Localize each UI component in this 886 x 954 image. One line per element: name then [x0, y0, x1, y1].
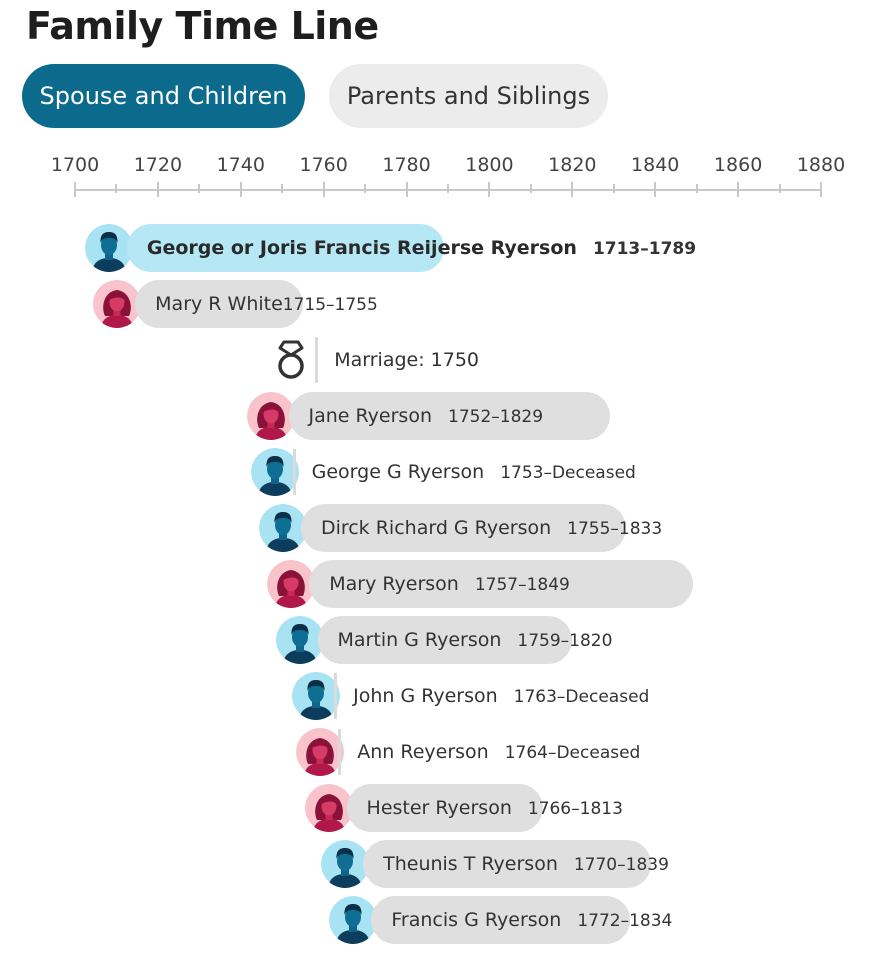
page-title: Family Time Line [26, 4, 379, 48]
person-dates: 1753–Deceased [500, 463, 636, 483]
female-avatar-icon[interactable] [93, 280, 142, 328]
person-name[interactable]: Ann Reyerson [357, 741, 489, 763]
lifespan-bar-jane-ryerson[interactable] [288, 392, 610, 440]
axis-minor-tick [778, 184, 781, 193]
ring-icon [274, 338, 308, 380]
person-name[interactable]: Hester Ryerson [366, 797, 512, 819]
axis-tick-label: 1740 [216, 154, 265, 176]
axis-major-tick [156, 182, 159, 197]
female-avatar-icon[interactable] [304, 784, 353, 832]
person-name[interactable]: George or Joris Francis Reijerse Ryerson [146, 237, 577, 259]
axis-minor-tick [364, 184, 367, 193]
person-dates: 1766–1813 [527, 799, 623, 819]
marriage-label: Marriage: 1750 [334, 349, 480, 371]
axis-minor-tick [612, 184, 615, 193]
lifespan-bar-hester-ryerson[interactable] [346, 784, 544, 832]
axis-tick-label: 1880 [796, 154, 846, 176]
female-avatar-icon[interactable] [246, 392, 295, 440]
male-avatar-icon[interactable] [292, 672, 341, 720]
lifespan-bar-dirck-richard-g-ryerson[interactable] [300, 504, 627, 552]
axis-major-tick [74, 182, 76, 197]
axis-tick-label: 1720 [133, 154, 183, 176]
axis-minor-tick [281, 184, 284, 193]
person-name[interactable]: Theunis T Ryerson [383, 853, 558, 875]
female-avatar-icon[interactable] [296, 728, 345, 776]
lifespan-bar-george-or-joris-francis-reijerse-ryerson[interactable] [126, 224, 444, 272]
person-dates: 1752–1829 [448, 407, 544, 427]
person-dates: 1770–1839 [573, 855, 669, 875]
male-avatar-icon[interactable] [275, 616, 324, 664]
tab-spouse-and-children[interactable]: Spouse and Children [22, 64, 305, 128]
person-name[interactable]: Martin G Ryerson [337, 629, 502, 651]
axis-tick-label: 1840 [631, 154, 680, 176]
lifespan-marker-john-g-ryerson [334, 673, 338, 719]
lifespan-bar-martin-g-ryerson[interactable] [317, 616, 573, 664]
person-name[interactable]: Mary Ryerson [329, 573, 459, 595]
axis-tick-label: 1820 [548, 154, 597, 176]
person-dates: 1757–1849 [474, 575, 570, 595]
person-name[interactable]: Mary R White [155, 293, 283, 315]
person-name[interactable]: Francis G Ryerson [391, 909, 562, 931]
tab-parents-and-siblings[interactable]: Parents and Siblings [329, 64, 608, 128]
axis-tick-label: 1860 [713, 154, 763, 176]
axis-minor-tick [447, 184, 449, 193]
axis-major-tick [322, 182, 325, 197]
person-dates: 1713–1789 [592, 239, 697, 259]
person-dates: 1772–1834 [577, 911, 673, 931]
axis-tick-label: 1780 [382, 154, 431, 176]
axis-minor-tick [695, 184, 698, 193]
person-name[interactable]: Jane Ryerson [308, 405, 433, 427]
axis-tick-label: 1700 [50, 154, 100, 176]
person-dates: 1764–Deceased [504, 743, 641, 763]
axis-major-tick [405, 182, 408, 197]
axis-major-tick [488, 182, 491, 197]
axis-minor-tick [115, 184, 118, 193]
axis-major-tick [571, 182, 574, 197]
lifespan-marker-ann-reyerson [338, 729, 342, 775]
male-avatar-icon[interactable] [258, 504, 307, 552]
axis-major-tick [820, 182, 822, 197]
axis-minor-tick [529, 184, 532, 193]
axis-tick-label: 1800 [465, 154, 514, 176]
male-avatar-icon[interactable] [329, 896, 378, 944]
female-avatar-icon[interactable] [267, 560, 316, 608]
axis-tick-label: 1760 [299, 154, 348, 176]
person-name[interactable]: George G Ryerson [311, 461, 485, 483]
male-avatar-icon[interactable] [250, 448, 299, 496]
axis-major-tick [239, 182, 242, 197]
axis-major-tick [737, 182, 740, 197]
male-avatar-icon[interactable] [321, 840, 370, 888]
male-avatar-icon[interactable] [84, 224, 133, 272]
lifespan-bar-theunis-t-ryerson[interactable] [363, 840, 652, 888]
person-dates: 1763–Deceased [513, 687, 650, 707]
person-dates: 1755–1833 [567, 519, 663, 539]
person-name[interactable]: John G Ryerson [353, 685, 498, 707]
lifespan-bar-mary-ryerson[interactable] [309, 560, 693, 608]
axis-minor-tick [198, 184, 201, 193]
person-dates: 1715–1755 [282, 295, 378, 315]
person-dates: 1759–1820 [517, 631, 613, 651]
marriage-marker [315, 337, 319, 383]
axis-major-tick [654, 182, 657, 197]
person-name[interactable]: Dirck Richard G Ryerson [320, 517, 552, 539]
lifespan-marker-george-g-ryerson [292, 449, 296, 495]
lifespan-bar-francis-g-ryerson[interactable] [371, 896, 631, 944]
lifespan-bar-mary-r-white[interactable] [135, 280, 303, 328]
